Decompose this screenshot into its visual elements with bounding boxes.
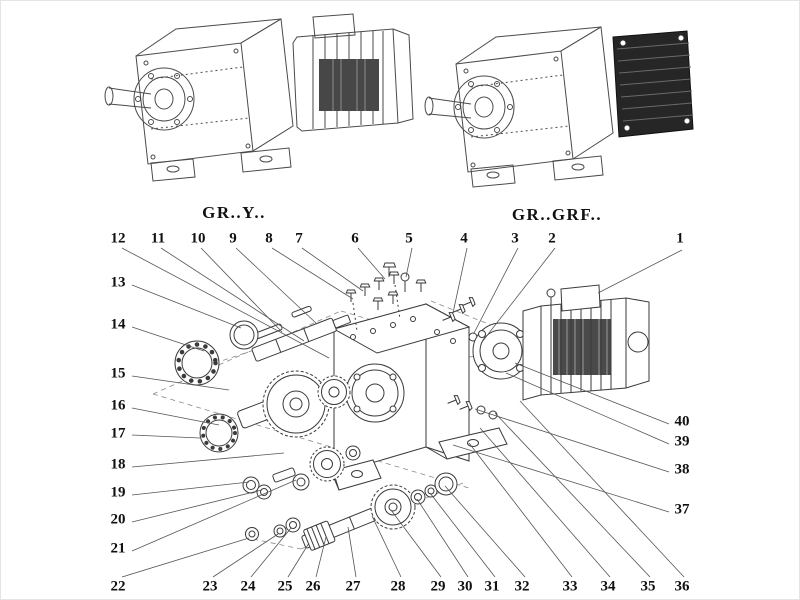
callout-16: 16 [110, 397, 126, 414]
callout-15: 15 [110, 365, 126, 382]
callout-25: 25 [277, 578, 293, 595]
callout-2: 2 [548, 230, 556, 247]
exploded-view [152, 262, 650, 551]
callout-10: 10 [190, 230, 206, 247]
callout-3: 3 [511, 230, 519, 247]
callout-38: 38 [674, 461, 690, 478]
callout-19: 19 [110, 484, 126, 501]
callout-9: 9 [229, 230, 237, 247]
variant-label-gr-grf: GR..GRF.. [511, 205, 603, 224]
callout-8: 8 [265, 230, 273, 247]
assembled-view-right [424, 26, 694, 188]
callout-39: 39 [674, 433, 690, 450]
callout-13: 13 [110, 274, 126, 291]
callout-33: 33 [562, 578, 578, 595]
callout-35: 35 [640, 578, 656, 595]
callout-12: 12 [110, 230, 126, 247]
callout-40: 40 [674, 413, 690, 430]
callout-24: 24 [240, 578, 256, 595]
gears [262, 370, 351, 482]
callout-6: 6 [351, 230, 359, 247]
callout-34: 34 [600, 578, 616, 595]
housing-bolts [345, 262, 427, 332]
callout-36: 36 [674, 578, 690, 595]
callout-21: 21 [110, 540, 126, 557]
motor-flange [472, 322, 530, 380]
callout-4: 4 [460, 230, 468, 247]
callout-30: 30 [457, 578, 473, 595]
callout-23: 23 [202, 578, 218, 595]
callout-20: 20 [110, 511, 126, 528]
bearings-and-seals [174, 320, 271, 453]
callout-27: 27 [345, 578, 361, 595]
callout-11: 11 [150, 230, 166, 247]
callout-1: 1 [676, 230, 684, 247]
callout-5: 5 [405, 230, 413, 247]
variant-label-gr-y: GR..Y.. [202, 203, 266, 222]
callout-22: 22 [110, 578, 126, 595]
callout-31: 31 [484, 578, 500, 595]
callout-14: 14 [110, 316, 126, 333]
callout-32: 32 [514, 578, 530, 595]
callout-28: 28 [390, 578, 406, 595]
callout-26: 26 [305, 578, 321, 595]
gear-housing [330, 303, 508, 491]
assembled-view-left [104, 13, 414, 182]
callout-18: 18 [110, 456, 126, 473]
output-shaft-assembly [245, 472, 458, 551]
leader-lines [121, 247, 685, 578]
callout-37: 37 [674, 501, 690, 518]
callout-29: 29 [430, 578, 446, 595]
callout-7: 7 [295, 230, 303, 247]
callout-17: 17 [110, 425, 126, 442]
motor [522, 284, 650, 401]
